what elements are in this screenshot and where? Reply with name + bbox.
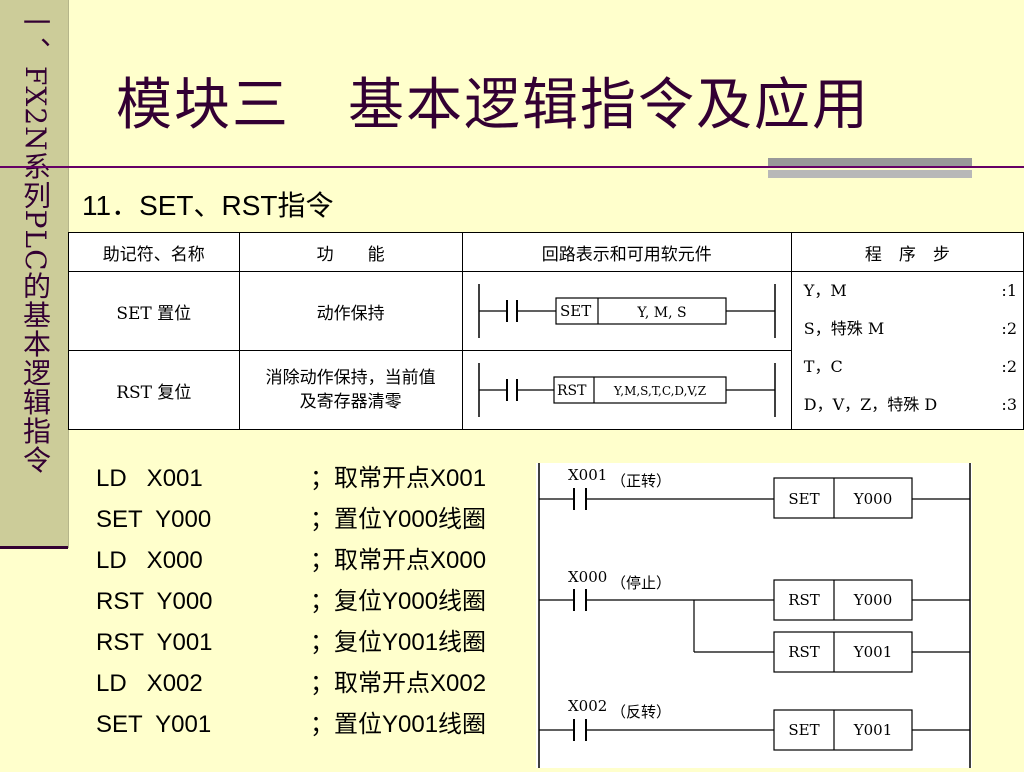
contact-label: X001: [568, 466, 607, 484]
box-op-label: SET: [560, 302, 591, 320]
rst-function-line: 及寄存器清零: [299, 392, 402, 412]
list-item: SET Y001 ；置位Y001线圈: [96, 704, 526, 745]
box-operand-label: Y, M, S: [636, 305, 686, 321]
step-devices: S，特殊 M: [803, 319, 885, 338]
instruction-comment: ；取常开点X002: [310, 670, 487, 697]
instruction-code: RST Y001: [96, 629, 213, 656]
instruction-comment: ；置位Y001线圈: [310, 711, 487, 738]
contact-note: （反转）: [611, 703, 671, 721]
set-circuit-diagram: SET Y, M, S: [478, 284, 776, 338]
step-devices: D，V，Z，特殊 D: [803, 395, 938, 414]
table-row-rst: RST 复位 消除动作保持，当前值 及寄存器清零 RST Y,M,S,T,C,D…: [68, 350, 1024, 430]
instruction-list: LD X001 ；取常开点X001 SET Y000 ；置位Y000线圈 LD X0…: [96, 458, 526, 745]
step-line: D，V，Z，特殊 D :3: [792, 386, 1023, 424]
cell-set-function: 动作保持: [238, 271, 463, 351]
list-item: RST Y000 ；复位Y000线圈: [96, 581, 526, 622]
title-decor-bar: [768, 158, 972, 166]
header-function: 功 能: [238, 232, 463, 272]
cell-set-name: SET 置位: [68, 271, 240, 351]
instruction-code: LD X001: [96, 465, 203, 492]
step-devices: T，C: [803, 357, 843, 376]
instruction-code: LD X000: [96, 547, 203, 574]
cell-set-circuit: SET Y, M, S: [461, 271, 792, 351]
box-op-label: RST: [557, 383, 587, 399]
ladder-svg: X001 （正转） SET Y000 X000 （停止） RST Y000 RS…: [538, 463, 971, 768]
step-count: :2: [1001, 319, 1017, 338]
step-line: T，C :2: [792, 348, 1023, 386]
coil-operand: Y001: [853, 643, 893, 661]
contact-note: （正转）: [611, 472, 671, 490]
list-item: LD X000 ；取常开点X000: [96, 540, 526, 581]
coil-op: RST: [788, 643, 820, 661]
side-banner: 一、FX2N系列PLC的基本逻辑指令: [0, 0, 69, 548]
instruction-code: RST Y000: [96, 588, 213, 615]
coil-op: SET: [788, 490, 819, 508]
instruction-code: SET Y001: [96, 711, 212, 738]
instruction-comment: ；复位Y000线圈: [310, 588, 487, 615]
ladder-diagram: X001 （正转） SET Y000 X000 （停止） RST Y000 RS…: [536, 463, 972, 768]
coil-op: RST: [788, 591, 820, 609]
instruction-box: [555, 297, 727, 325]
title-divider: [0, 166, 1024, 168]
step-line: S，特殊 M :2: [792, 310, 1023, 348]
list-item: LD X002 ；取常开点X002: [96, 663, 526, 704]
side-banner-text: 一、FX2N系列PLC的基本逻辑指令: [19, 8, 52, 475]
instruction-table: 助记符、名称 功 能 回路表示和可用软元件 程 序 步 SET 置位 动作保持 …: [68, 232, 1024, 430]
contact-label: X000: [568, 568, 607, 586]
list-item: LD X001 ；取常开点X001: [96, 458, 526, 499]
instruction-code: LD X002: [96, 670, 203, 697]
cell-rst-name: RST 复位: [68, 350, 240, 430]
instruction-code: SET Y000: [96, 506, 212, 533]
cell-rst-function: 消除动作保持，当前值 及寄存器清零: [238, 350, 463, 430]
cell-steps: Y，M :1 S，特殊 M :2 T，C :2 D，V，Z，特殊 D :3: [790, 271, 1024, 430]
step-devices: Y，M: [803, 281, 847, 300]
rst-function-line: 消除动作保持，当前值: [265, 368, 436, 388]
header-mnemonic: 助记符、名称: [68, 232, 240, 272]
box-operand-label: Y,M,S,T,C,D,V,Z: [613, 384, 706, 398]
step-count: :3: [1001, 395, 1017, 414]
list-item: SET Y000 ；置位Y000线圈: [96, 499, 526, 540]
coil-operand: Y001: [853, 721, 893, 739]
rst-circuit-diagram: RST Y,M,S,T,C,D,V,Z: [478, 363, 776, 417]
title-decor-bar-light: [768, 170, 972, 178]
cell-rst-circuit: RST Y,M,S,T,C,D,V,Z: [461, 350, 792, 430]
table-header-row: 助记符、名称 功 能 回路表示和可用软元件 程 序 步: [68, 232, 1024, 272]
coil-operand: Y000: [853, 591, 893, 609]
side-banner-rule: [0, 546, 68, 549]
instruction-box: [553, 376, 727, 404]
step-count: :2: [1001, 357, 1017, 376]
coil-op: SET: [788, 721, 819, 739]
step-count: :1: [1001, 281, 1017, 300]
coil-box: [773, 579, 913, 621]
header-circuit: 回路表示和可用软元件: [461, 232, 792, 272]
page-title: 模块三 基本逻辑指令及应用: [116, 73, 870, 138]
instruction-comment: ；取常开点X001: [310, 465, 487, 492]
list-item: RST Y001 ；复位Y001线圈: [96, 622, 526, 663]
instruction-comment: ；置位Y000线圈: [310, 506, 487, 533]
instruction-comment: ；取常开点X000: [310, 547, 487, 574]
coil-operand: Y000: [853, 490, 893, 508]
step-line: Y，M :1: [792, 272, 1023, 310]
instruction-comment: ；复位Y001线圈: [310, 629, 487, 656]
table-row-set: SET 置位 动作保持 SET Y, M, S Y，M :1 S，特殊 M :2 T…: [68, 271, 1024, 430]
coil-box: [773, 477, 913, 519]
contact-note: （停止）: [611, 574, 671, 592]
coil-box: [773, 631, 913, 673]
section-heading: 11．SET、RST指令: [82, 190, 334, 221]
coil-box: [773, 709, 913, 751]
header-steps: 程 序 步: [790, 232, 1024, 272]
contact-label: X002: [568, 697, 607, 715]
